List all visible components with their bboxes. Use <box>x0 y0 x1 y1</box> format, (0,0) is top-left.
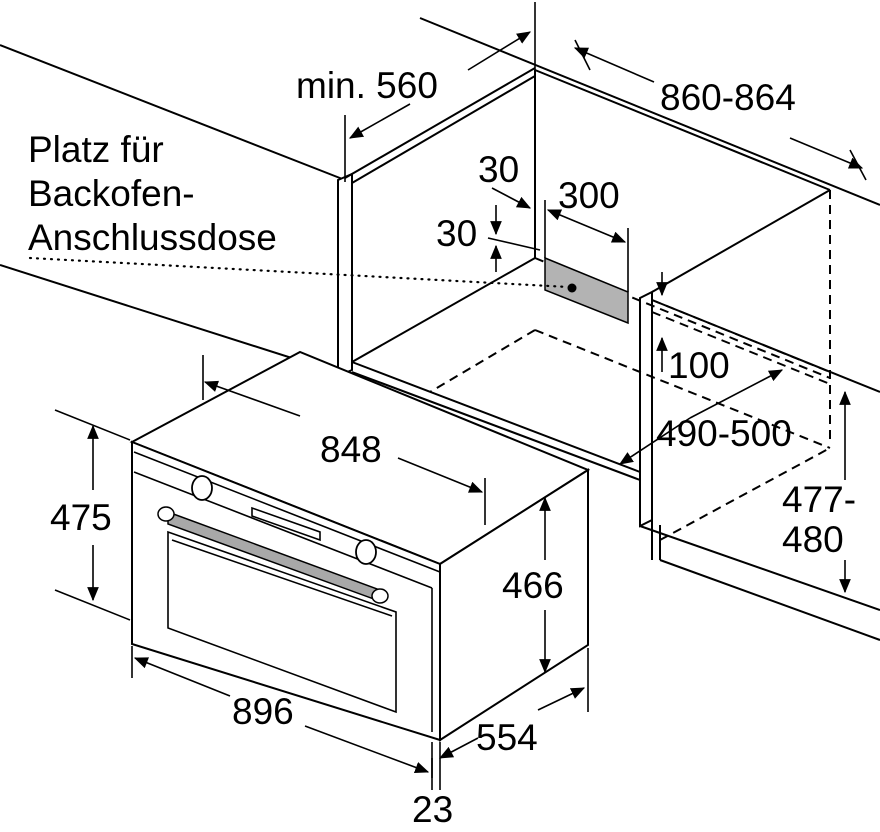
dim-niche-depth: 490-500 <box>656 413 792 454</box>
dimension-labels: min. 560 860-864 30 300 30 100 490-500 4… <box>50 65 856 830</box>
socket-note-line-1: Platz für <box>28 129 164 170</box>
cabinet-niche <box>0 17 880 641</box>
dim-socket-width: 300 <box>558 175 620 216</box>
socket-note-line-2: Backofen- <box>28 173 195 214</box>
socket-area <box>544 256 629 325</box>
dim-body-depth: 554 <box>476 717 538 758</box>
dim-niche-width: 860-864 <box>660 77 796 118</box>
dimension-lines <box>54 2 867 790</box>
dim-front-thickness: 23 <box>412 789 453 830</box>
dim-appliance-width-body: 848 <box>320 429 382 470</box>
right-knob <box>355 539 377 565</box>
socket-note-line-3: Anschlussdose <box>28 217 277 258</box>
dim-appliance-height: 475 <box>50 497 112 538</box>
dim-socket-offset-side: 30 <box>478 149 519 190</box>
dim-appliance-width-front: 896 <box>232 691 294 732</box>
dim-socket-offset-top: 30 <box>436 213 477 254</box>
socket-note: Platz für Backofen- Anschlussdose <box>28 129 277 258</box>
oven <box>129 350 591 742</box>
dim-niche-height-1: 477- <box>782 479 856 520</box>
dim-niche-height-2: 480 <box>782 519 844 560</box>
left-knob <box>191 475 213 501</box>
dim-min-depth: min. 560 <box>296 65 438 106</box>
dim-front-setback: 100 <box>668 345 730 386</box>
socket-point <box>567 283 577 293</box>
dim-body-height: 466 <box>502 565 564 606</box>
